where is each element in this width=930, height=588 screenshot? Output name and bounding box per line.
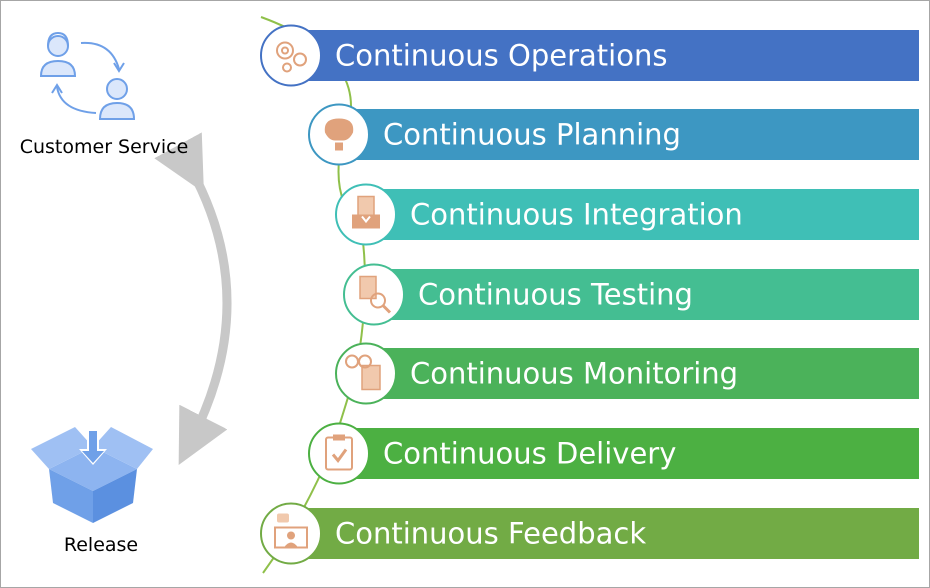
glasses-document-icon xyxy=(345,354,381,391)
magnifier-document-icon xyxy=(359,275,392,314)
release-label: Release xyxy=(64,534,138,556)
stage-3: Continuous Integration xyxy=(335,183,919,246)
stage-7: Continuous Feedback xyxy=(260,502,919,565)
stage-bar xyxy=(366,348,919,399)
document-inbox-icon xyxy=(352,195,380,229)
stage-bar xyxy=(366,189,919,240)
stage-label: Continuous Monitoring xyxy=(410,357,738,391)
stage-label: Continuous Feedback xyxy=(335,517,646,551)
stage-bar xyxy=(339,428,919,479)
stage-6: Continuous Delivery xyxy=(308,422,919,485)
stage-5: Continuous Monitoring xyxy=(335,342,919,405)
stage-bar xyxy=(339,109,919,160)
customer-service-icon xyxy=(39,31,136,120)
stage-bar xyxy=(374,269,919,320)
stage-1: Continuous Operations xyxy=(260,24,919,87)
clipboard-check-icon xyxy=(325,434,353,471)
release-box-icon xyxy=(31,427,153,523)
stage-label: Continuous Planning xyxy=(383,118,681,152)
stage-label: Continuous Delivery xyxy=(383,437,676,471)
stage-label: Continuous Testing xyxy=(418,278,693,312)
stage-bar xyxy=(291,508,919,559)
stage-2: Continuous Planning xyxy=(308,103,919,166)
customer-service-label: Customer Service xyxy=(20,136,189,158)
brain-bulb-icon xyxy=(324,118,354,151)
presenter-icon xyxy=(274,513,308,549)
stage-icon-badge xyxy=(308,422,370,485)
gears-icon xyxy=(276,41,307,73)
cycle-arrow xyxy=(154,132,232,466)
stage-bar xyxy=(291,30,919,81)
stage-4: Continuous Testing xyxy=(343,263,919,326)
stage-label: Continuous Integration xyxy=(410,198,743,232)
stage-label: Continuous Operations xyxy=(335,39,667,73)
